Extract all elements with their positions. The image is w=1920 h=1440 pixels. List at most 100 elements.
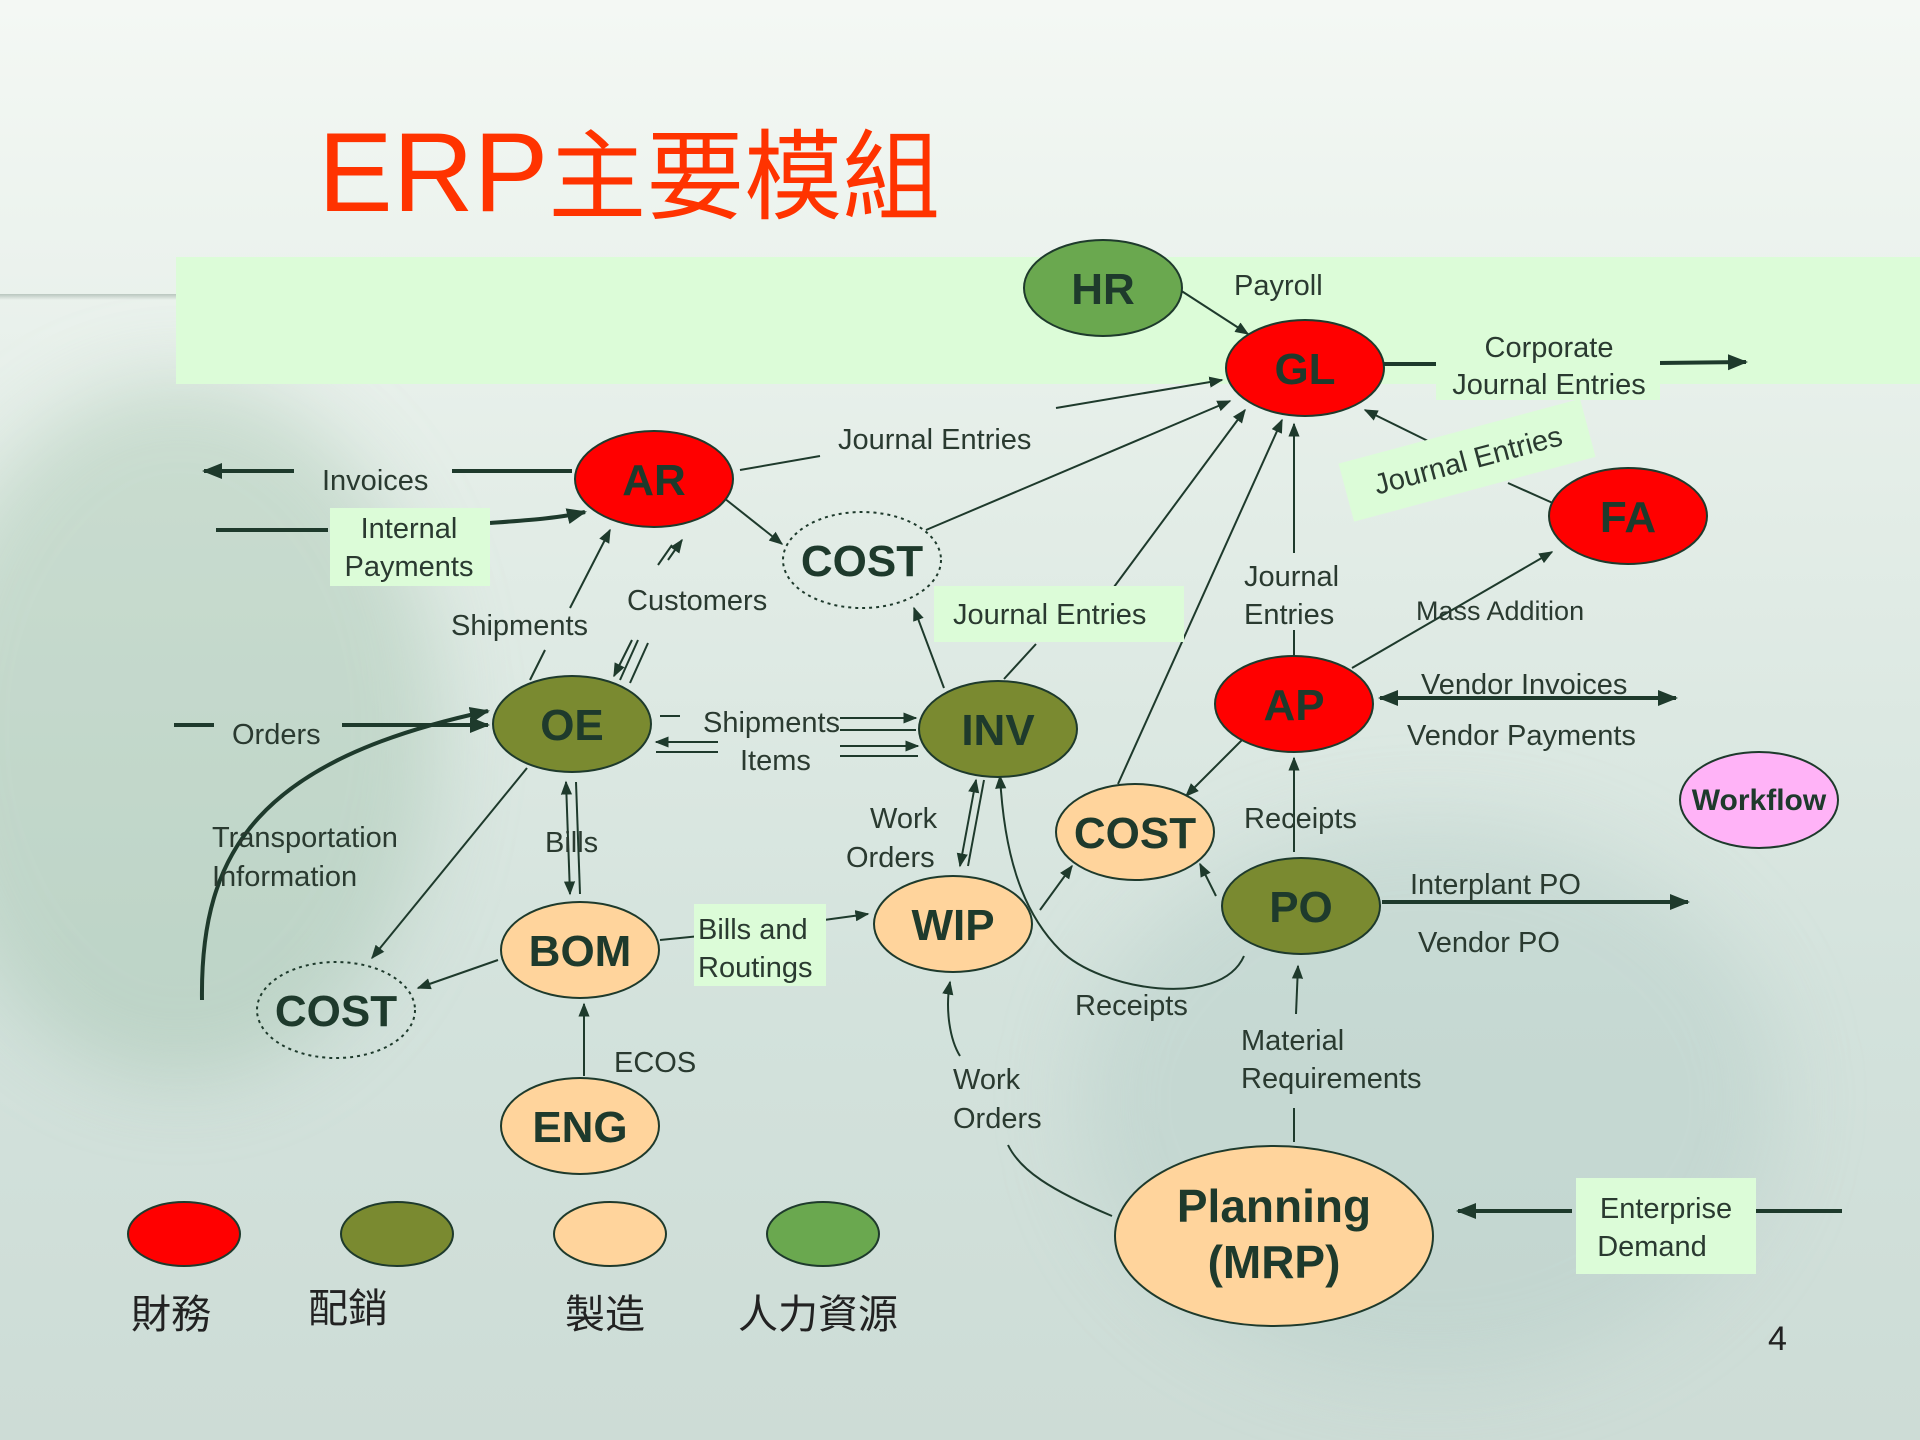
node-oe: OE <box>492 675 652 773</box>
arrow-bom-wip <box>659 935 701 941</box>
label-interplant-po: Interplant PO <box>1410 869 1581 901</box>
arrow-oe-shipments <box>529 649 546 681</box>
label-enterprise-demand-2: Demand <box>1597 1231 1707 1263</box>
arrow-costtop-gl <box>925 400 1232 531</box>
arrow-oe-ar <box>569 528 611 609</box>
node-inv: INV <box>918 680 1078 778</box>
label-shipments-inv: Shipments <box>703 707 840 739</box>
label-customers: Customers <box>627 585 767 617</box>
node-wip: WIP <box>873 875 1033 973</box>
node-ap: AP <box>1214 655 1374 753</box>
node-gl: GL <box>1225 319 1385 417</box>
arrow-customers-e <box>613 639 633 678</box>
arrow-oe-bom-b <box>575 781 581 895</box>
node-cost-mid: COST <box>1055 783 1215 881</box>
arrow-mrp-wip-2 <box>942 980 961 1057</box>
label-transport-2: Information <box>212 861 357 893</box>
legend-item-manufacturing: 製造 <box>553 1201 667 1337</box>
slide-title-latin: ERP <box>318 110 549 235</box>
label-work-orders-mrp-1: Work <box>953 1064 1021 1096</box>
arrow-fa-je <box>1507 482 1556 505</box>
arrow-costmid-gl <box>1117 418 1283 785</box>
label-corporate-1: Corporate <box>1485 332 1614 364</box>
label-work-orders-inv-1: Work <box>870 803 938 835</box>
label-shipments-ar: Shipments <box>451 610 588 642</box>
node-planning-label-2: (MRP) <box>1208 1236 1341 1288</box>
label-work-orders-mrp-2: Orders <box>953 1103 1042 1135</box>
node-po-label: PO <box>1269 883 1333 932</box>
arrow-customers-c <box>667 538 683 561</box>
background-glow <box>0 380 440 1080</box>
arrow-inv-wip-a <box>956 778 980 868</box>
connectors <box>174 289 1842 1219</box>
node-wip-label: WIP <box>911 901 994 950</box>
legend-item-distribution: 配銷 <box>308 1201 454 1331</box>
legend-item-finance: 財務 <box>127 1201 241 1337</box>
arrow-po-costmid <box>1199 862 1217 897</box>
label-orders: Orders <box>232 719 321 751</box>
node-eng-label: ENG <box>532 1103 627 1152</box>
node-cost-left-label: COST <box>275 987 397 1036</box>
label-receipts-wip: Receipts <box>1075 990 1188 1022</box>
slide-title-cjk: 主要模組 <box>548 121 941 235</box>
arrow-fa-gl <box>1363 409 1431 443</box>
label-vendor-invoices: Vendor Invoices <box>1421 669 1627 701</box>
arrow-inv-costtop <box>913 606 945 689</box>
label-je-ap-1: Journal <box>1244 561 1339 593</box>
label-internal-payments-1: Internal <box>361 513 458 545</box>
arrow-transport-curve <box>199 706 490 1001</box>
node-bom: BOM <box>500 901 660 999</box>
label-transport-1: Transportation <box>212 822 398 854</box>
label-je-inv: Journal Entries <box>953 599 1146 631</box>
arrow-inv-gl <box>1093 408 1246 615</box>
arrow-mrp-wip <box>1007 1144 1113 1217</box>
arrow-ar-je-left <box>739 455 821 471</box>
arrow-customers-d <box>657 544 673 566</box>
node-hr: HR <box>1023 239 1183 337</box>
legend: 財務 配銷 製造 人力資源 <box>127 1201 898 1337</box>
node-fa-label: FA <box>1600 493 1656 542</box>
legend-label-manufacturing: 製造 <box>565 1293 645 1337</box>
label-invoices: Invoices <box>322 465 428 497</box>
label-receipts-ap: Receipts <box>1244 803 1357 835</box>
node-oe-label: OE <box>540 701 604 750</box>
arrow-ap-costmid <box>1185 735 1247 797</box>
node-planning-mrp: Planning (MRP) <box>1114 1145 1434 1327</box>
node-gl-label: GL <box>1274 345 1335 394</box>
label-material-req-2: Requirements <box>1241 1063 1422 1095</box>
node-cost-top: COST <box>782 511 942 609</box>
legend-label-finance: 財務 <box>131 1293 211 1337</box>
legend-label-distribution: 配銷 <box>308 1287 388 1331</box>
arrow-customers-b <box>629 642 649 684</box>
label-items: Items <box>740 745 811 777</box>
arrow-bom-wip-in <box>823 910 870 922</box>
node-po: PO <box>1221 857 1381 955</box>
label-je-ap-2: Entries <box>1244 599 1334 631</box>
arrow-ap-fa <box>1351 551 1554 669</box>
node-planning-label-1: Planning <box>1177 1180 1371 1232</box>
label-enterprise-demand-1: Enterprise <box>1600 1193 1732 1225</box>
legend-label-hr: 人力資源 <box>738 1293 898 1337</box>
node-cost-top-label: COST <box>801 537 923 586</box>
arrow-mrp-po-2 <box>1291 964 1304 1015</box>
label-vendor-po: Vendor PO <box>1418 927 1560 959</box>
label-mass-addition: Mass Addition <box>1416 596 1584 626</box>
arrow-ar-gl <box>1055 376 1224 409</box>
arrow-gl-corporate-out <box>1657 354 1748 371</box>
node-workflow-label: Workflow <box>1692 784 1827 817</box>
slide-title: ERP主要模組 <box>318 108 940 238</box>
arrow-bom-costleft <box>416 959 499 990</box>
label-bills-routings-1: Bills and <box>698 914 808 946</box>
node-workflow: Workflow <box>1679 751 1839 849</box>
label-boxes <box>330 320 1756 1274</box>
node-cost-mid-label: COST <box>1074 809 1196 858</box>
arrow-inv-je <box>1003 643 1037 680</box>
label-material-req-1: Material <box>1241 1025 1344 1057</box>
node-cost-left: COST <box>256 961 416 1059</box>
node-inv-label: INV <box>961 706 1035 755</box>
arrow-internal-payments-in <box>489 508 587 525</box>
node-bom-label: BOM <box>529 927 632 976</box>
label-bills-routings-2: Routings <box>698 952 812 984</box>
label-work-orders-inv-2: Orders <box>846 842 935 874</box>
